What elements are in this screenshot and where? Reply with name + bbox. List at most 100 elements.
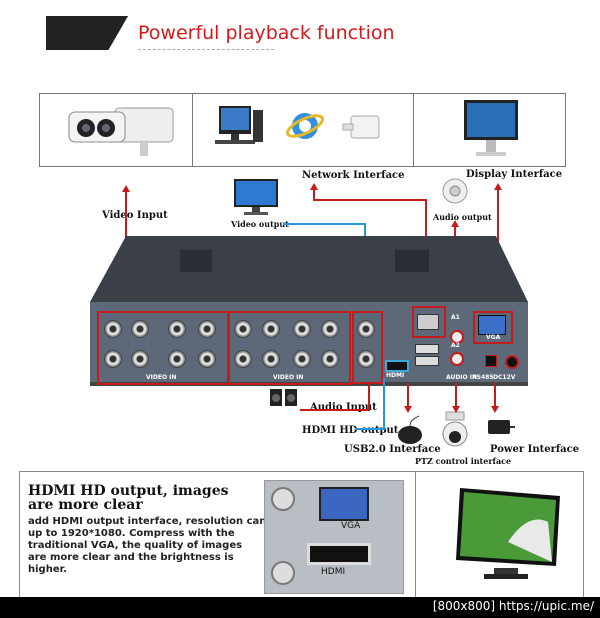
network-line-1 (313, 188, 315, 200)
video-input-arrow (122, 185, 130, 192)
watermark-text: [800x800] https://upic.me/ (432, 599, 594, 613)
photo-vga-label: VGA (341, 521, 361, 531)
hdmi-closeup-port (307, 543, 371, 565)
bnc-connector (168, 320, 186, 338)
device-icon-row (39, 93, 566, 167)
hdmi-line (383, 378, 385, 430)
usb-interface-label: USB2.0 Interface (344, 444, 441, 455)
photo-hdmi-label: HDMI (321, 567, 346, 577)
audio-output-label: Audio output (433, 212, 492, 222)
microphone-icon (442, 178, 468, 204)
vga-port-box (473, 311, 513, 344)
rs485-label: RS485 (472, 374, 494, 381)
audio-input-line-h (300, 409, 370, 411)
bnc-connector (321, 320, 339, 338)
feature-description: add HDMI output interface, resolution ca… (28, 516, 268, 576)
dc12v-label: DC12V (493, 374, 516, 381)
video-output-line-1 (283, 223, 365, 225)
audio-in-panel-label: AUDIO IN (446, 374, 477, 381)
monitor-cell (414, 94, 566, 166)
audio-in-jack (450, 352, 464, 366)
video-in-group-right (228, 311, 351, 385)
rs485-port (485, 355, 497, 367)
power-arrow (491, 406, 499, 413)
usb-mouse-icon (398, 415, 422, 444)
monitor-icon (463, 100, 518, 156)
video-output-label: Video output (231, 219, 289, 229)
video-in-right-label: VIDEO IN (273, 374, 304, 381)
network-router-icon (342, 115, 379, 139)
feature-divider (415, 472, 416, 597)
desktop-computer-icon (214, 106, 263, 144)
ports-closeup-photo: VGA HDMI (264, 480, 404, 594)
video-in-left-label: VIDEO IN (146, 374, 177, 381)
bnc-connector (262, 350, 280, 368)
bnc-closeup (271, 487, 295, 511)
panel-vga-label: VGA (486, 334, 501, 341)
display-arrow (494, 183, 502, 190)
vga-port (478, 315, 506, 335)
panel-hdmi-label: HDMI (386, 372, 405, 379)
feature-body-line2: up to 1920*1080. Compress with the (28, 528, 235, 539)
audio-in-bnc (357, 350, 375, 368)
feature-heading-line1: HDMI HD output, images (28, 483, 229, 499)
network-devices-cell (193, 94, 414, 166)
hdmi-line-h (355, 428, 385, 430)
audio-video-out-group (352, 311, 383, 384)
network-interface-label: Network Interface (302, 170, 405, 181)
display-interface-label: Display Interface (466, 169, 563, 180)
bnc-connector (168, 350, 186, 368)
bnc-connector (104, 320, 122, 338)
usb-arrow (404, 406, 412, 413)
feature-body-line1: add HDMI output interface, resolution ca… (28, 516, 267, 527)
power-interface-label: Power Interface (490, 444, 580, 455)
audio-output-arrow (451, 220, 459, 227)
bnc-connector (131, 320, 149, 338)
feature-heading-line2: are more clear (28, 497, 143, 513)
bnc-connector (198, 320, 216, 338)
audio-out-jack (450, 330, 464, 344)
bnc-connector (321, 350, 339, 368)
ptz-camera-icon (442, 411, 468, 447)
bnc-connector (131, 350, 149, 368)
feature-body-line3: traditional VGA, the quality of images (28, 540, 243, 551)
hdmi-output-label: HDMI HD output (302, 425, 399, 436)
bnc-connector (262, 320, 280, 338)
usb-line (407, 383, 409, 407)
camera-icon (68, 107, 174, 156)
ptz-line (455, 383, 457, 407)
video-out-bnc (357, 320, 375, 338)
vga-closeup-port (319, 487, 369, 521)
internet-explorer-icon (285, 113, 324, 139)
page-title: Powerful playback function (138, 22, 395, 44)
video-input-label: Video Input (102, 210, 168, 221)
power-adapter-icon (488, 420, 515, 434)
usb-port (415, 356, 439, 366)
a1-label: A1 (451, 314, 460, 321)
bnc-connector (293, 320, 311, 338)
bnc-connector (198, 350, 216, 368)
feature-body-line4: are more clear and the brightness is hig… (28, 552, 234, 575)
audio-input-label: Audio Input (310, 402, 377, 413)
product-page: Powerful playback function (0, 0, 600, 597)
hdmi-port (385, 360, 409, 372)
network-devices-graphic (214, 106, 379, 144)
dc-power-port (505, 355, 519, 369)
ethernet-port (417, 314, 439, 330)
camera-cell (40, 94, 193, 166)
bnc-connector (234, 350, 252, 368)
power-line (494, 383, 496, 407)
usb-port (415, 344, 439, 354)
a2-label: A2 (451, 342, 460, 349)
ptz-interface-label: PTZ control interface (415, 456, 512, 466)
bnc-connector (234, 320, 252, 338)
bnc-connector (104, 350, 122, 368)
network-port-box (412, 306, 446, 338)
speaker-icon (270, 389, 297, 406)
network-arrow (310, 183, 318, 190)
feature-section: HDMI HD output, images are more clear ad… (19, 471, 584, 597)
title-underline (138, 49, 274, 50)
footer-bar (0, 597, 600, 618)
bnc-closeup (271, 561, 295, 585)
video-output-monitor-icon (234, 179, 278, 215)
